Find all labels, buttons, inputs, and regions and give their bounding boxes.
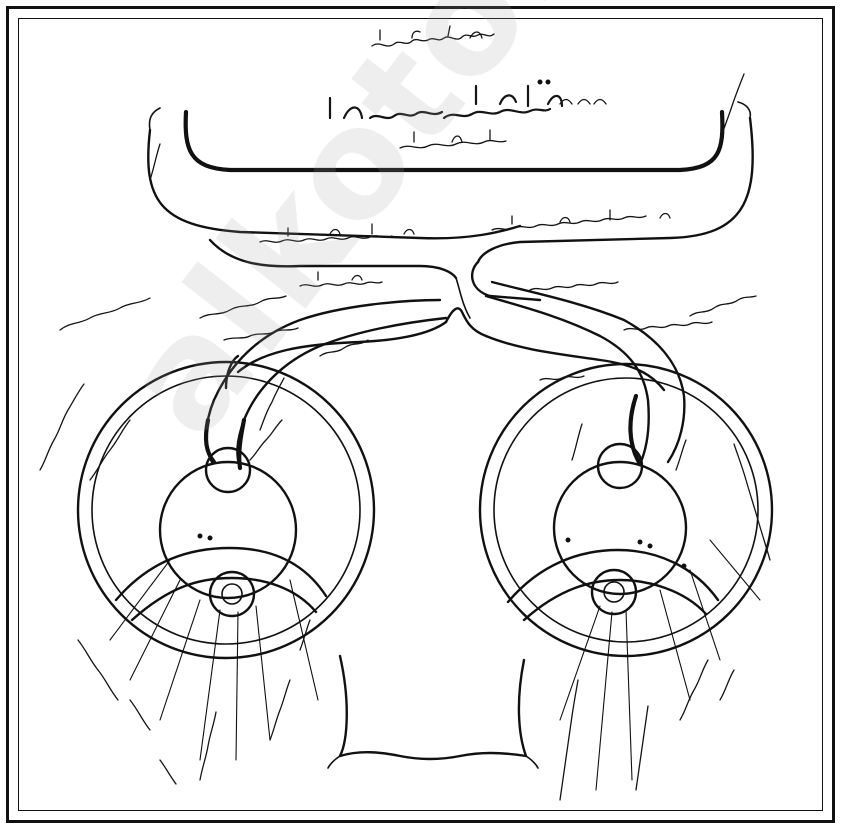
handwritten-labels bbox=[40, 74, 770, 800]
left-optic-nerve bbox=[206, 300, 446, 468]
title-handwriting bbox=[330, 80, 606, 149]
left-eye bbox=[78, 356, 374, 658]
right-label-lines bbox=[560, 540, 760, 790]
top-heading-handwriting bbox=[372, 26, 494, 46]
central-vessel bbox=[328, 656, 538, 768]
outer-channel bbox=[148, 102, 752, 262]
